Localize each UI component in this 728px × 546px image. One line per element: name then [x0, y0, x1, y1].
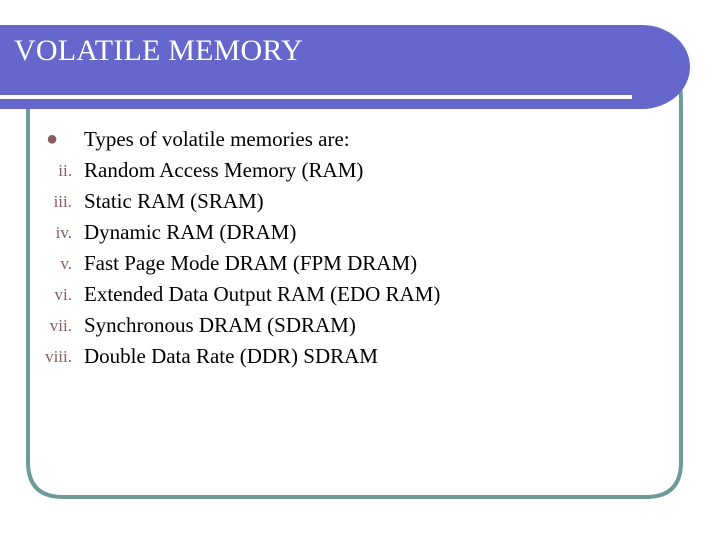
title-divider-rule: [0, 95, 632, 99]
list-item-marker: vii.: [49, 316, 72, 335]
list-item-marker: iv.: [55, 223, 72, 242]
list-item-label: Types of volatile memories are:: [84, 127, 350, 151]
list-item-label: Fast Page Mode DRAM (FPM DRAM): [84, 251, 418, 275]
list-item: vii. Synchronous DRAM (SDRAM): [28, 310, 668, 341]
list-item-marker: ii.: [58, 161, 72, 180]
list-item: viii. Double Data Rate (DDR) SDRAM: [28, 341, 668, 372]
list-item-label: Random Access Memory (RAM): [84, 158, 364, 182]
list-item: v. Fast Page Mode DRAM (FPM DRAM): [28, 248, 668, 279]
list-item-label: Static RAM (SRAM): [84, 189, 264, 213]
list-item-marker: vi.: [54, 285, 72, 304]
list-item: vi. Extended Data Output RAM (EDO RAM): [28, 279, 668, 310]
list-item: ● Types of volatile memories are:: [28, 124, 668, 155]
list-item-marker: v.: [60, 254, 72, 273]
list-item-label: Extended Data Output RAM (EDO RAM): [84, 282, 441, 306]
bullet-dot-icon: ●: [45, 128, 59, 150]
list-item-marker: iii.: [53, 192, 72, 211]
list-item: ii. Random Access Memory (RAM): [28, 155, 668, 186]
list-item: iv. Dynamic RAM (DRAM): [28, 217, 668, 248]
page-title: VOLATILE MEMORY: [14, 34, 303, 67]
list-item-label: Dynamic RAM (DRAM): [84, 220, 297, 244]
list-item-label: Synchronous DRAM (SDRAM): [84, 313, 356, 337]
list-item-label: Double Data Rate (DDR) SDRAM: [84, 344, 378, 368]
list-item-marker: viii.: [45, 347, 72, 366]
body-content-list: ● Types of volatile memories are: ii. Ra…: [28, 124, 668, 372]
list-item: iii. Static RAM (SRAM): [28, 186, 668, 217]
